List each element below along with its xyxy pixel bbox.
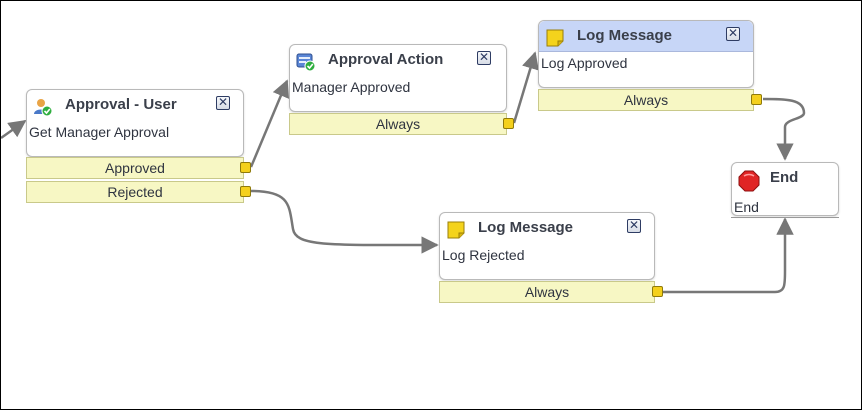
node-header[interactable]: Log Message ✕: [539, 21, 753, 52]
output-always[interactable]: Always: [289, 113, 507, 135]
sticky-note-icon: [447, 221, 465, 239]
node-log-approved[interactable]: Log Message ✕ Log Approved: [538, 20, 754, 88]
node-title: Approval - User: [65, 96, 177, 113]
node-approval-action[interactable]: Approval Action ✕ Manager Approved: [289, 44, 507, 112]
close-icon[interactable]: ✕: [627, 218, 641, 233]
node-title: End: [770, 169, 799, 186]
output-rejected[interactable]: Rejected: [26, 181, 244, 203]
node-log-rejected[interactable]: Log Message ✕ Log Rejected: [439, 212, 655, 280]
node-header[interactable]: Approval Action ✕: [290, 45, 506, 75]
node-end-divider: [731, 217, 839, 218]
node-description: Manager Approved: [292, 79, 411, 95]
close-icon[interactable]: ✕: [477, 50, 491, 65]
connector-action-always: [512, 51, 539, 124]
close-icon[interactable]: ✕: [216, 95, 230, 110]
connector-rejected: [250, 189, 439, 254]
node-description: Log Approved: [541, 55, 628, 71]
approval-action-icon: [296, 53, 316, 72]
node-title: Log Message: [478, 219, 574, 236]
output-always[interactable]: Always: [538, 89, 754, 111]
node-title: Log Message: [577, 27, 673, 44]
output-approved[interactable]: Approved: [26, 157, 244, 179]
node-approval-user[interactable]: Approval - User ✕ Get Manager Approval: [26, 89, 244, 157]
node-description: Get Manager Approval: [29, 124, 170, 140]
node-end[interactable]: End End: [731, 162, 839, 216]
connector-log-rejected-always: [663, 217, 794, 294]
close-icon[interactable]: ✕: [726, 26, 740, 41]
connector-log-approved-always: [762, 97, 806, 161]
connector-approved: [249, 79, 289, 168]
node-header[interactable]: End: [732, 163, 838, 193]
node-title: Approval Action: [328, 51, 444, 68]
port-always[interactable]: [503, 118, 514, 129]
port-always[interactable]: [652, 286, 663, 297]
user-approval-icon: [34, 99, 53, 117]
stop-icon: [738, 170, 760, 192]
sticky-note-icon: [546, 29, 564, 47]
output-always[interactable]: Always: [439, 281, 655, 303]
port-rejected[interactable]: [240, 186, 251, 197]
port-approved[interactable]: [240, 162, 251, 173]
node-description: End: [734, 199, 759, 215]
node-description: Log Rejected: [442, 247, 525, 263]
port-always[interactable]: [751, 94, 762, 105]
node-header[interactable]: Log Message ✕: [440, 213, 654, 243]
node-header[interactable]: Approval - User ✕: [27, 90, 243, 120]
connector-incoming: [1, 119, 27, 140]
